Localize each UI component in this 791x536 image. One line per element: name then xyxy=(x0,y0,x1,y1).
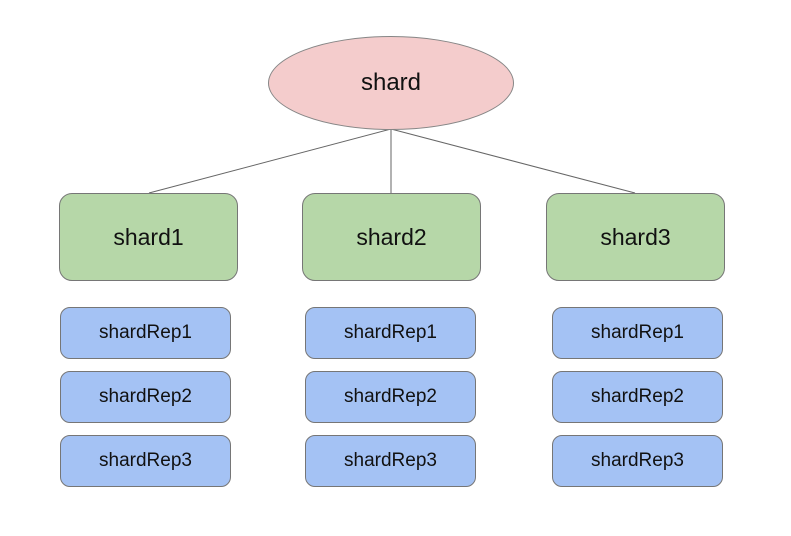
shard3-replica2-label: shardRep2 xyxy=(591,386,684,407)
shard1-replica3-node: shardRep3 xyxy=(60,435,231,487)
shard1-label: shard1 xyxy=(113,223,184,250)
shard2-replica3-label: shardRep3 xyxy=(344,450,437,471)
shard3-replica2-node: shardRep2 xyxy=(552,371,723,423)
shard3-node: shard3 xyxy=(546,193,725,281)
shard2-replica1-node: shardRep1 xyxy=(305,307,476,359)
shard3-replica3-node: shardRep3 xyxy=(552,435,723,487)
shard2-replica3-node: shardRep3 xyxy=(305,435,476,487)
shard2-replica1-label: shardRep1 xyxy=(344,322,437,343)
shard1-replica1-label: shardRep1 xyxy=(99,322,192,343)
root-node-label: shard xyxy=(360,69,422,96)
shard2-label: shard2 xyxy=(356,223,427,250)
shard1-replica2-label: shardRep2 xyxy=(99,386,192,407)
shard1-replica2-node: shardRep2 xyxy=(60,371,231,423)
edge-root-shard3 xyxy=(390,128,636,194)
shard3-replica3-label: shardRep3 xyxy=(591,450,684,471)
shard2-node: shard2 xyxy=(302,193,481,281)
edge-root-shard1 xyxy=(148,128,392,194)
shard3-label: shard3 xyxy=(600,223,671,250)
shard1-node: shard1 xyxy=(59,193,238,281)
shard2-replica2-label: shardRep2 xyxy=(344,386,437,407)
shard2-replica2-node: shardRep2 xyxy=(305,371,476,423)
root-node-shard: shard xyxy=(268,36,514,130)
shard1-replica1-node: shardRep1 xyxy=(60,307,231,359)
shard3-replica1-label: shardRep1 xyxy=(591,322,684,343)
shard3-replica1-node: shardRep1 xyxy=(552,307,723,359)
shard1-replica3-label: shardRep3 xyxy=(99,450,192,471)
